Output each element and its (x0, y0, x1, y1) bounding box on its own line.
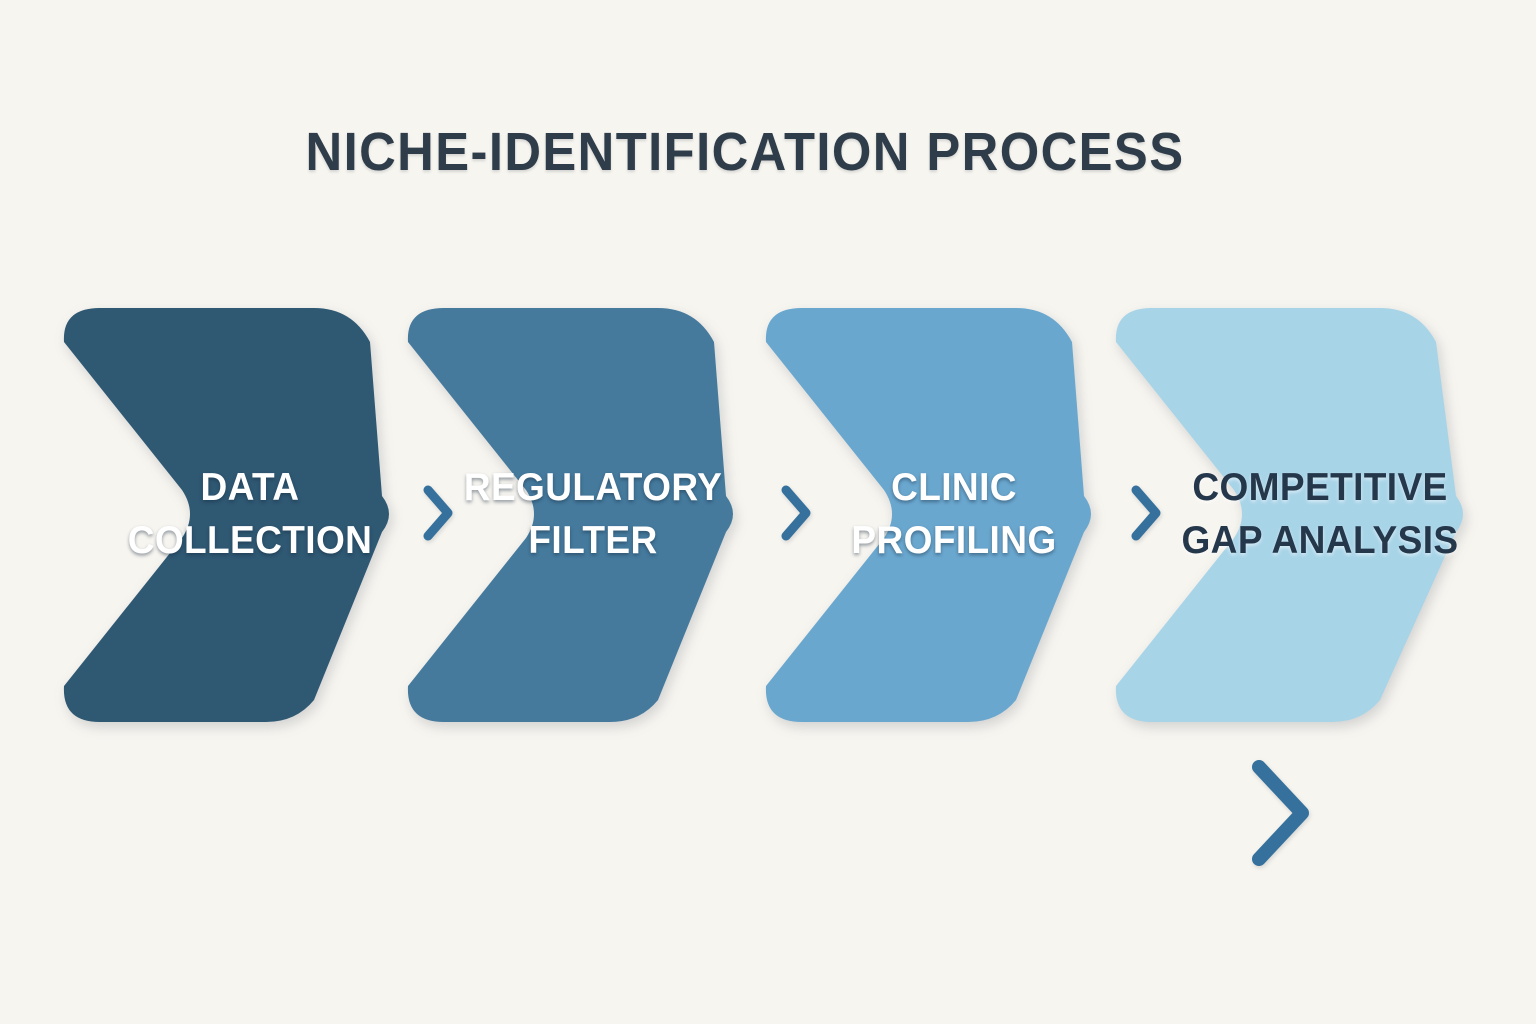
process-step-2[interactable]: REGULATORY FILTER (396, 300, 741, 728)
connector-arrow-3 (1128, 484, 1162, 542)
chevron-shape-4 (1104, 300, 1472, 728)
process-step-4[interactable]: COMPETITIVE GAP ANALYSIS (1104, 300, 1472, 728)
page-title: NICHE-IDENTIFICATION PROCESS (305, 122, 1185, 182)
chevron-shape-1 (52, 300, 397, 728)
process-step-1[interactable]: DATA COLLECTION (52, 300, 397, 728)
chevron-shape-2 (396, 300, 741, 728)
chevron-shape-3 (754, 300, 1099, 728)
connector-arrow-1 (420, 484, 454, 542)
connector-arrow-2 (778, 484, 812, 542)
trailing-arrow (1248, 757, 1314, 869)
process-step-3[interactable]: CLINIC PROFILING (754, 300, 1099, 728)
